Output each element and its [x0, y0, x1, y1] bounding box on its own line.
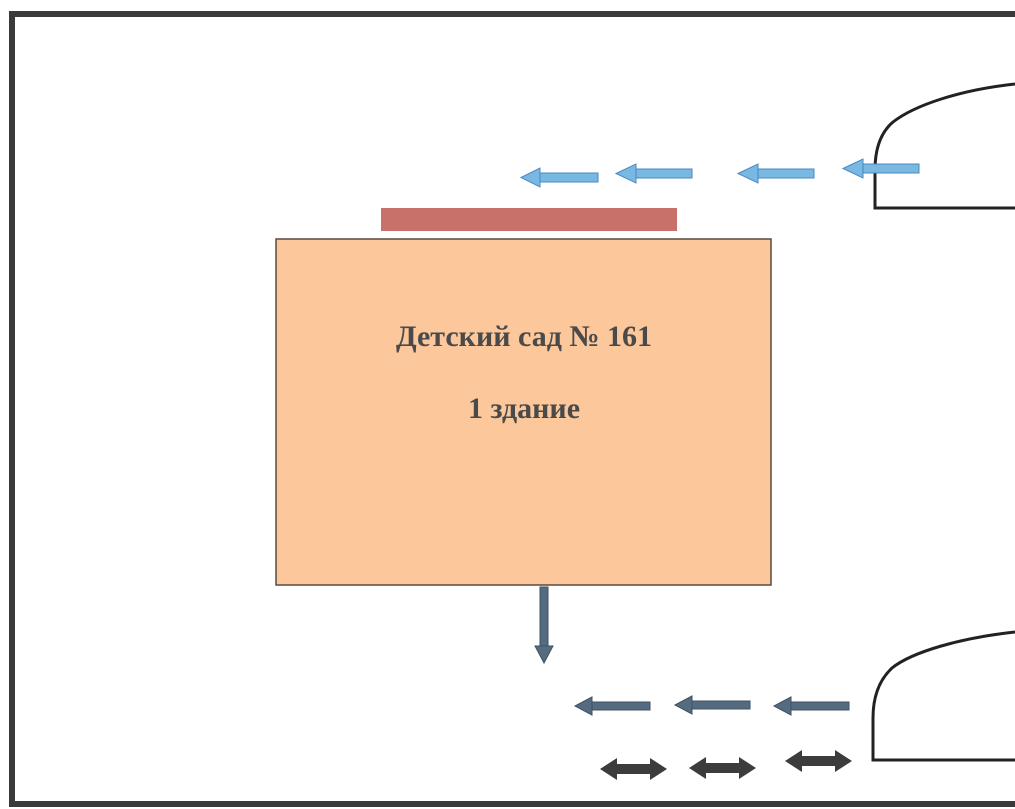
arrow-left-icon [573, 696, 651, 716]
double-arrow-icon [600, 758, 667, 780]
arrow-left-icon [519, 167, 599, 188]
arrow-left-icon [772, 696, 850, 716]
arrow-left-icon [673, 695, 751, 715]
bottom-arrow-row [573, 695, 850, 716]
building-subtitle: 1 здание [468, 392, 580, 425]
arrow-left-icon [614, 163, 693, 184]
bottom-right-structure [871, 630, 1015, 762]
outer-frame [9, 11, 1015, 807]
double-arrow-row [600, 750, 852, 780]
top-right-structure [873, 82, 1015, 210]
double-arrow-icon [689, 757, 756, 779]
kindergarten-building [275, 238, 772, 586]
arrow-left-icon [841, 158, 920, 179]
arrow-left-icon [736, 163, 815, 184]
arrow-down-icon [534, 586, 554, 665]
building-title: Детский сад № 161 [396, 320, 652, 353]
double-arrow-icon [785, 750, 852, 772]
top-arrow-row [519, 158, 920, 188]
entrance-bar [381, 208, 677, 231]
